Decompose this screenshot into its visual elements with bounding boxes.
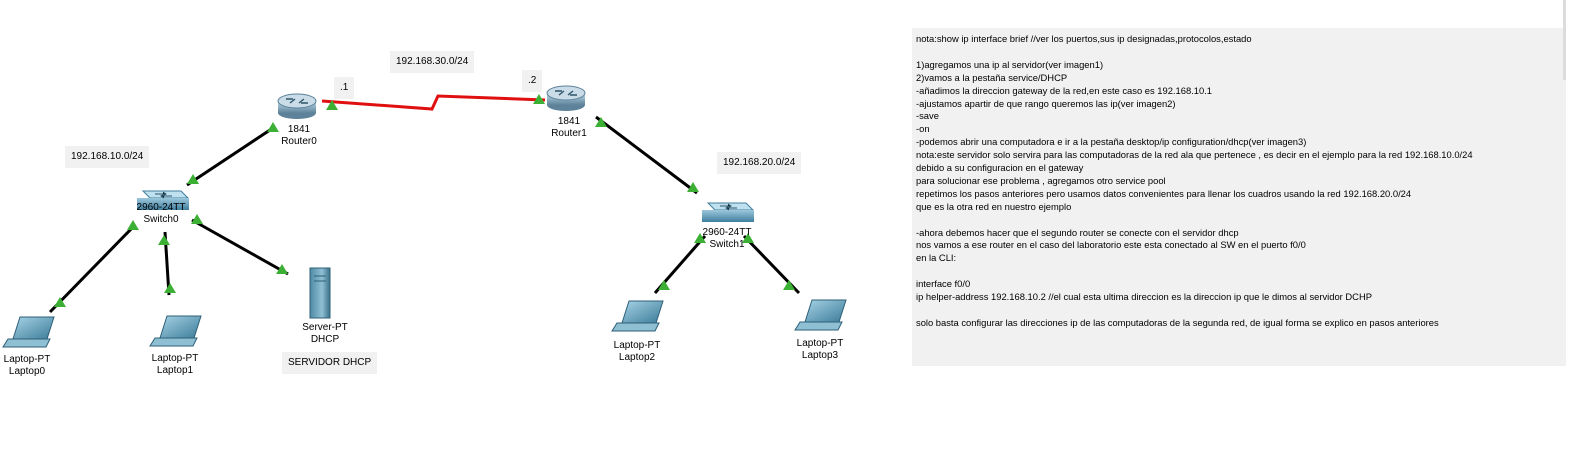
network-label-192-168-30[interactable]: 192.168.30.0/24 [390, 51, 475, 73]
link-up-indicator [742, 233, 754, 243]
link-up-indicator [191, 214, 203, 224]
laptop3-label: Laptop-PT Laptop3 [791, 338, 849, 362]
switch1-label: 2960-24TT Switch1 [694, 227, 760, 251]
vertical-scrollbar[interactable] [1563, 0, 1566, 80]
router1-ip-suffix[interactable]: .2 [522, 70, 543, 92]
note-line: para solucionar ese problema , agregamos… [916, 174, 1166, 186]
laptop0-icon[interactable] [2, 316, 55, 348]
link-up-indicator [694, 233, 706, 243]
cables [48, 94, 801, 314]
switch0-model: 2960-24TT [136, 202, 186, 213]
router0-label: 1841 Router0 [277, 124, 321, 148]
link-up-indicator [54, 297, 66, 307]
server-name: DHCP [310, 334, 340, 345]
laptop2-model: Laptop-PT [613, 340, 661, 351]
laptop1-icon[interactable] [149, 315, 202, 347]
link-up-indicator [267, 122, 279, 132]
link-up-indicator [127, 220, 139, 230]
note-line: nota:este servidor solo servira para las… [916, 149, 1473, 161]
cable-router0-switch0[interactable] [186, 126, 274, 187]
link-up-indicator [687, 182, 699, 192]
laptop2-name: Laptop2 [618, 352, 656, 363]
laptop2-label: Laptop-PT Laptop2 [608, 340, 666, 364]
note-line: nos vamos a ese router en el caso del la… [916, 239, 1306, 251]
switch1-model: 2960-24TT [702, 227, 752, 238]
note-line: que es la otra red en nuestro ejemplo [916, 200, 1072, 212]
link-up-indicator [164, 283, 176, 293]
note-line: nota:show ip interface brief //ver los p… [916, 33, 1252, 44]
note-line [916, 265, 1562, 278]
link-up-indicator [595, 117, 607, 127]
note-line: repetimos los pasos anteriores pero usam… [916, 187, 1412, 199]
note-line: solo basta configurar las direcciones ip… [916, 316, 1439, 328]
server-label: Server-PT DHCP [295, 322, 355, 346]
cable-switch0-laptop0[interactable] [48, 223, 137, 314]
link-up-indicator [783, 280, 795, 290]
note-line [916, 214, 1562, 227]
link-up-indicator [326, 100, 338, 110]
router0-name: Router0 [281, 136, 317, 147]
laptop0-model: Laptop-PT [3, 354, 51, 365]
laptop1-model: Laptop-PT [151, 353, 199, 364]
router0-model: 1841 [287, 124, 311, 135]
laptop1-name: Laptop1 [156, 365, 194, 376]
laptop3-name: Laptop3 [801, 350, 839, 361]
router1-label: 1841 Router1 [546, 116, 592, 140]
switch0-icon[interactable] [137, 190, 190, 210]
note-line: -podemos abrir una computadora e ir a la… [916, 136, 1307, 148]
laptop2-icon[interactable] [611, 300, 664, 332]
network-label-192-168-20[interactable]: 192.168.20.0/24 [717, 152, 802, 174]
note-line: -on [916, 123, 930, 135]
note-line [916, 304, 1562, 317]
cable-router1-switch1[interactable] [595, 115, 698, 195]
note-line: -añadimos la direccion gateway de la red… [916, 84, 1213, 96]
serial-cable-router0-router1[interactable] [321, 94, 546, 111]
server-model: Server-PT [302, 322, 348, 333]
note-line: -save [916, 110, 939, 122]
switch1-icon[interactable] [702, 202, 755, 222]
laptop3-model: Laptop-PT [796, 338, 844, 349]
note-line: -ahora debemos hacer que el segundo rout… [916, 226, 1239, 238]
switch0-label: 2960-24TT Switch0 [128, 202, 194, 226]
laptop1-label: Laptop-PT Laptop1 [146, 353, 204, 377]
link-up-indicator [276, 264, 288, 274]
server-dhcp-tag[interactable]: SERVIDOR DHCP [282, 352, 378, 374]
note-line: debido a su configuracion en el gateway [916, 162, 1084, 174]
router1-name: Router1 [551, 128, 587, 139]
cable-switch0-server[interactable] [191, 218, 289, 276]
note-line [916, 46, 1562, 59]
switch0-name: Switch0 [143, 214, 179, 225]
note-line: -ajustamos apartir de que rango queremos… [916, 97, 1176, 109]
link-up-indicator [533, 94, 545, 104]
link-up-indicator [187, 174, 199, 184]
router0-ip-suffix[interactable]: .1 [334, 77, 355, 99]
note-line: 2)vamos a la pestaña service/DHCP [916, 71, 1068, 83]
note-line: 1)agregamos una ip al servidor(ver image… [916, 58, 1104, 70]
laptop3-icon[interactable] [794, 299, 847, 331]
router1-icon[interactable] [546, 85, 586, 111]
note-line: interface f0/0 [916, 278, 971, 290]
laptop0-name: Laptop0 [8, 366, 46, 377]
link-up-indicator [158, 235, 170, 245]
router0-icon[interactable] [277, 93, 317, 119]
network-label-192-168-10[interactable]: 192.168.10.0/24 [65, 146, 150, 168]
note-line: en la CLI: [916, 252, 957, 264]
switch1-name: Switch1 [709, 239, 745, 250]
link-status-indicators [54, 94, 795, 307]
note-line: ip helper-address 192.168.10.2 //el cual… [916, 291, 1372, 303]
laptop0-label: Laptop-PT Laptop0 [0, 354, 54, 378]
server-icon[interactable] [309, 267, 331, 319]
router1-model: 1841 [557, 116, 581, 127]
link-up-indicator [658, 280, 670, 290]
notes-panel[interactable]: nota:show ip interface brief //ver los p… [912, 28, 1566, 366]
